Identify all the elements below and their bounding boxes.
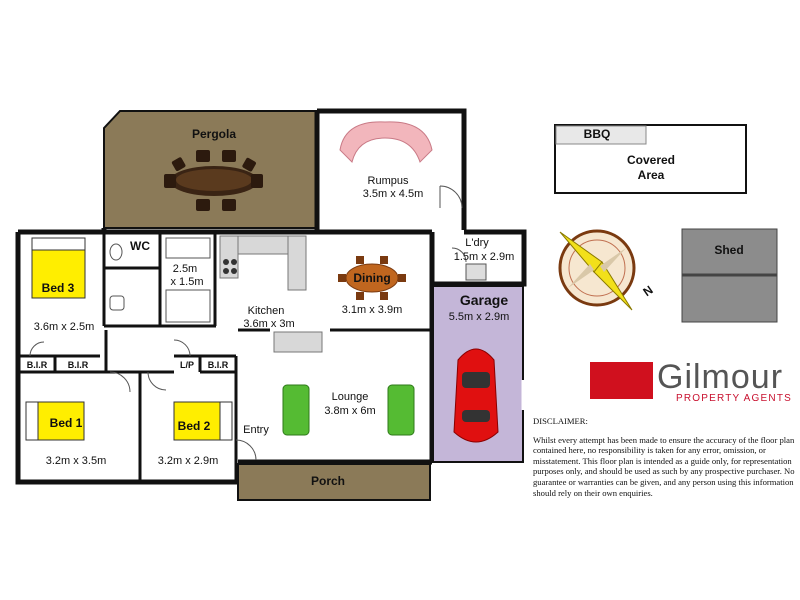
lounge-size: 3.8m x 6m — [324, 405, 375, 417]
covered-area-line1: Covered — [627, 153, 675, 167]
dining-label: Dining — [353, 271, 390, 285]
bed3-bed-icon — [31, 237, 86, 299]
brand-name: Gilmour — [657, 358, 784, 396]
garage-size: 5.5m x 2.9m — [449, 311, 510, 323]
bbq-box — [555, 125, 647, 145]
bir2-label: B.I.R — [68, 360, 89, 370]
rumpus-size: 3.5m x 4.5m — [363, 188, 424, 200]
bed1-size: 3.2m x 3.5m — [46, 455, 107, 467]
car-icon — [453, 348, 499, 443]
brand-logo-mark — [590, 362, 653, 399]
compass-icon — [558, 229, 636, 311]
brand-tagline: PROPERTY AGENTS — [676, 393, 792, 404]
bath-size-line2: x 1.5m — [170, 276, 203, 288]
bed1-bed-icon — [25, 401, 85, 441]
dining-size: 3.1m x 3.9m — [342, 304, 403, 316]
bed2-size: 3.2m x 2.9m — [158, 455, 219, 467]
laundry-size: 1.5m x 2.9m — [454, 251, 515, 263]
toilet-icon — [109, 243, 125, 311]
laundry-label: L'dry — [465, 237, 489, 249]
entry-label: Entry — [243, 424, 269, 436]
bbq-label: BBQ — [584, 127, 611, 141]
rumpus-sofa-icon — [339, 121, 433, 163]
shed-label: Shed — [714, 243, 743, 257]
disclaimer: DISCLAIMER: Whilst every attempt has bee… — [533, 416, 795, 498]
bed2-label: Bed 2 — [178, 419, 211, 433]
kitchen-size: 3.6m x 3m — [243, 318, 294, 330]
porch-area — [237, 463, 431, 501]
bed3-size: 3.6m x 2.5m — [34, 321, 95, 333]
rumpus-label: Rumpus — [368, 175, 409, 187]
bed1-label: Bed 1 — [50, 416, 83, 430]
porch-label: Porch — [311, 474, 345, 488]
bath-size-line1: 2.5m — [173, 263, 197, 275]
stove-icon — [223, 259, 237, 274]
garage-label: Garage — [460, 292, 508, 308]
lounge-label: Lounge — [332, 391, 369, 403]
wc-label: WC — [130, 239, 150, 253]
doors — [29, 185, 467, 461]
bed2-bed-icon — [173, 401, 233, 441]
interior-walls — [18, 232, 432, 482]
disclaimer-title: DISCLAIMER: — [533, 416, 588, 426]
bath-icon — [165, 237, 211, 259]
pergola-label: Pergola — [192, 127, 236, 141]
compass-north-label: N — [640, 283, 655, 299]
lp-label: L/P — [180, 360, 194, 370]
laundry-tub-icon — [465, 263, 487, 281]
dining-table-icon — [338, 256, 406, 300]
lounge-sofa-icon — [282, 384, 415, 436]
kitchen-bench-icon — [219, 235, 323, 353]
pergola-table-icon — [164, 150, 263, 211]
bed3-label: Bed 3 — [42, 281, 75, 295]
covered-area-line2: Area — [638, 168, 665, 182]
bir1-label: B.I.R — [27, 360, 48, 370]
shower-icon — [165, 289, 211, 323]
kitchen-label: Kitchen — [248, 305, 285, 317]
bir3-label: B.I.R — [208, 360, 229, 370]
disclaimer-body: Whilst every attempt has been made to en… — [533, 434, 795, 498]
